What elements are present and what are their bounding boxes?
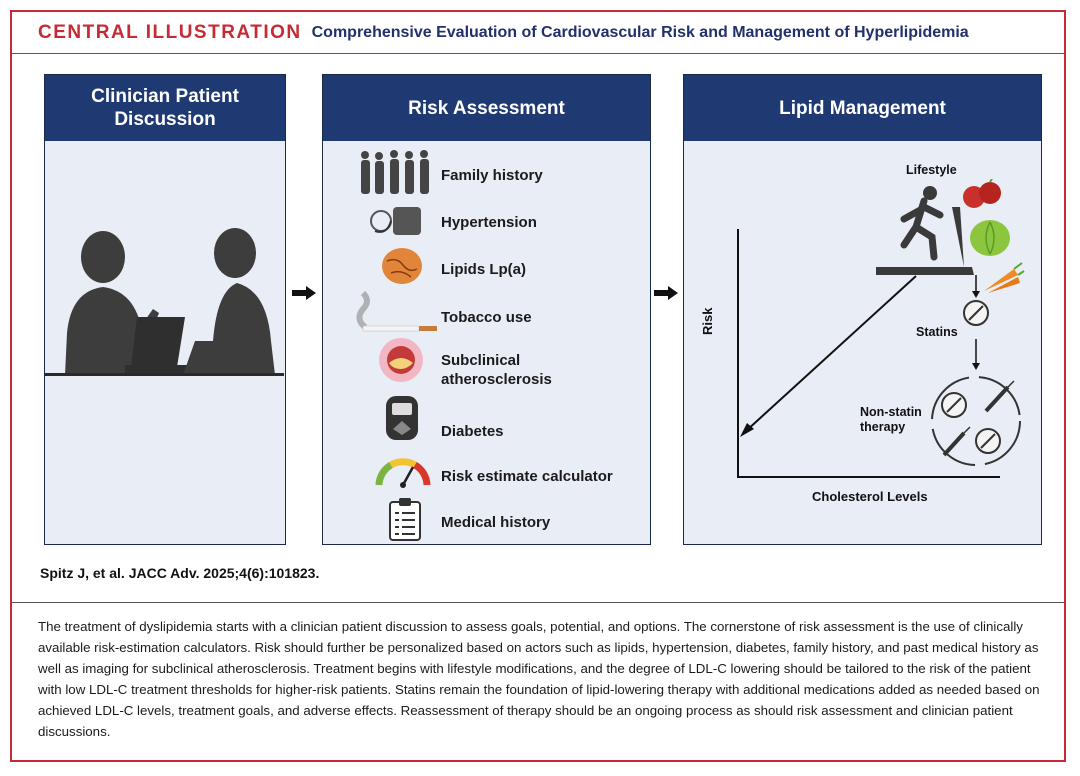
panel-title-discussion: Clinician Patient Discussion (45, 75, 285, 141)
risk-item-family-history: Family history (441, 167, 543, 184)
risk-item-calculator: Risk estimate calculator (441, 468, 613, 485)
lettuce-icon (970, 220, 1010, 256)
risk-item-hypertension: Hypertension (441, 214, 537, 231)
blood-pressure-cuff-icon (370, 207, 421, 235)
arrow-right-icon (292, 286, 316, 300)
clipboard-icon (389, 498, 421, 541)
statin-pill-icon (963, 300, 989, 326)
panel-risk-assessment: Risk Assessment Family history Hypertens… (322, 74, 651, 545)
lifestyle-label: Lifestyle (906, 163, 957, 177)
panel-lipid-management: Lipid Management Risk Cholesterol Levels… (683, 74, 1042, 545)
x-axis-label: Cholesterol Levels (812, 489, 928, 504)
carrots-icon (984, 262, 1025, 293)
central-illustration-label: CENTRAL ILLUSTRATION (38, 21, 302, 43)
risk-gauge-icon (375, 458, 431, 488)
flow-arrows (972, 275, 980, 370)
divider (12, 602, 1064, 603)
figure-caption: The treatment of dyslipidemia starts wit… (38, 619, 1040, 739)
treadmill-runner-icon (876, 186, 974, 275)
risk-item-lipids: Lipids Lp(a) (441, 261, 526, 278)
statins-label: Statins (916, 325, 958, 339)
glucometer-icon (386, 396, 418, 440)
cigarette-icon (356, 291, 437, 332)
panel-title-lipid: Lipid Management (684, 75, 1041, 141)
apples-icon (963, 179, 1001, 208)
family-silhouettes-icon (361, 150, 429, 194)
risk-item-medical-history: Medical history (441, 514, 551, 531)
artery-cross-section-icon (379, 338, 423, 382)
citation: Spitz J, et al. JACC Adv. 2025;4(6):1018… (40, 565, 320, 581)
clinician-patient-silhouette-icon (45, 228, 284, 543)
lipid-particle-icon (382, 248, 422, 284)
risk-item-diabetes: Diabetes (441, 423, 504, 440)
arrow-right-icon (654, 286, 678, 300)
panel-title-risk: Risk Assessment (323, 75, 650, 141)
nonstatin-therapy-cycle-icon (931, 376, 1021, 466)
title-bar: CENTRAL ILLUSTRATION Comprehensive Evalu… (12, 12, 1064, 54)
figure-frame: CENTRAL ILLUSTRATION Comprehensive Evalu… (10, 10, 1066, 762)
risk-item-subclinical: Subclinical atherosclerosis (441, 352, 552, 388)
figure-title: Comprehensive Evaluation of Cardiovascul… (311, 23, 969, 41)
nonstatin-label: Non-statin therapy (860, 405, 922, 434)
panel-title-discussion-text: Clinician Patient Discussion (91, 86, 239, 130)
risk-cholesterol-axes (737, 229, 1000, 478)
risk-item-tobacco: Tobacco use (441, 309, 532, 326)
panel-clinician-discussion: Clinician Patient Discussion (44, 74, 286, 545)
